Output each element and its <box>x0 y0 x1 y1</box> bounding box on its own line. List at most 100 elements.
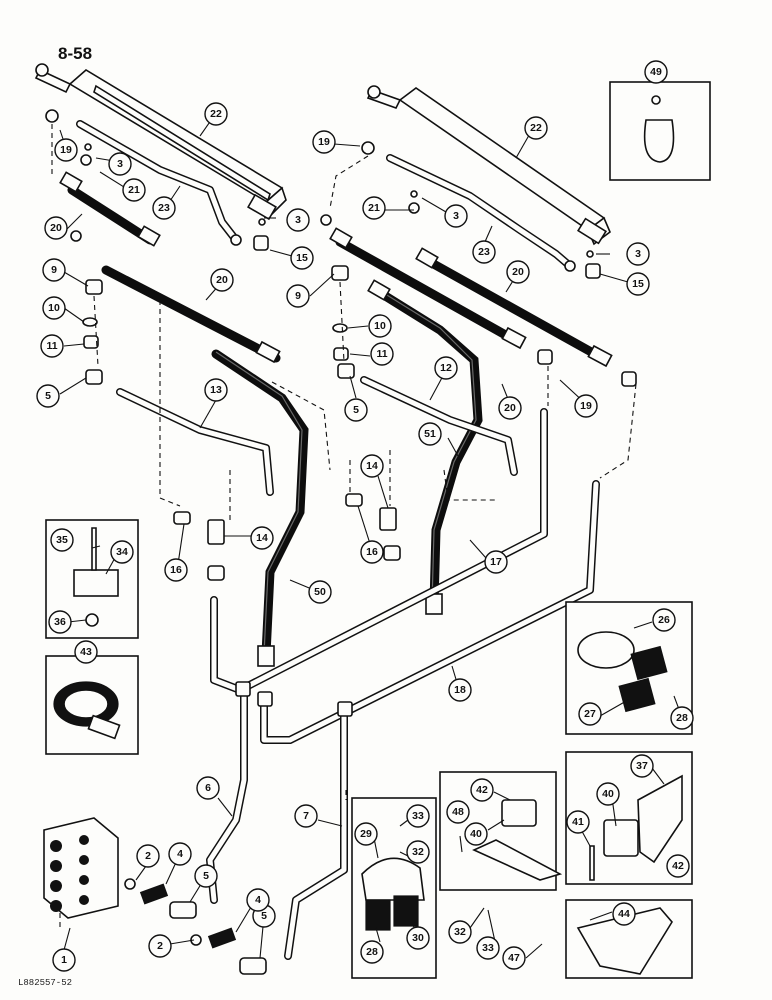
callout-label: 4 <box>177 848 183 860</box>
callout-9-right: 9 <box>286 284 310 308</box>
valve-fittings <box>124 878 267 975</box>
callout-label: 42 <box>476 784 488 796</box>
callout-11-left: 11 <box>40 334 64 358</box>
page-number: 8-58 <box>58 44 93 63</box>
callout-3-a: 3 <box>108 152 132 176</box>
callout-label: 23 <box>158 202 170 214</box>
callout-label: 3 <box>117 158 123 170</box>
callout-43: 43 <box>74 640 98 664</box>
callout-18: 18 <box>448 678 472 702</box>
callout-label: 40 <box>602 788 614 800</box>
callout-label: 22 <box>530 122 542 134</box>
callout-label: 20 <box>504 402 516 414</box>
callout-label: 5 <box>45 390 51 402</box>
callout-7: 7 <box>294 804 318 828</box>
callout-4-lower: 4 <box>246 888 270 912</box>
callout-16-right: 16 <box>360 540 384 564</box>
callout-12: 12 <box>434 356 458 380</box>
callout-13: 13 <box>204 378 228 402</box>
callout-label: 49 <box>650 66 662 78</box>
callout-label: 28 <box>366 946 378 958</box>
callout-20-b: 20 <box>210 268 234 292</box>
figure-id: L882557-52 <box>18 978 73 988</box>
callout-11-right: 11 <box>370 342 394 366</box>
callout-2-lower: 2 <box>148 934 172 958</box>
callout-4-upper: 4 <box>168 842 192 866</box>
callout-label: 16 <box>170 564 182 576</box>
callout-21-left: 21 <box>122 178 146 202</box>
callout-51: 51 <box>418 422 442 446</box>
callout-label: 6 <box>205 782 211 794</box>
callout-label: 32 <box>412 846 424 858</box>
callout-label: 20 <box>512 266 524 278</box>
callout-35: 35 <box>50 528 74 552</box>
callout-label: 32 <box>454 926 466 938</box>
callout-label: 51 <box>424 428 436 440</box>
callout-5-b: 5 <box>344 398 368 422</box>
callout-label: 22 <box>210 108 222 120</box>
callout-label: 10 <box>48 302 60 314</box>
callout-label: 20 <box>50 222 62 234</box>
detail-49 <box>609 81 711 181</box>
callout-17: 17 <box>484 550 508 574</box>
callout-label: 40 <box>470 828 482 840</box>
callout-33-box: 33 <box>406 804 430 828</box>
callout-label: 47 <box>508 952 520 964</box>
callout-49: 49 <box>644 60 668 84</box>
callout-label: 29 <box>360 828 372 840</box>
callout-42-right: 42 <box>666 854 690 878</box>
callout-5-c: 5 <box>194 864 218 888</box>
callout-20-d: 20 <box>498 396 522 420</box>
callout-14-left: 14 <box>250 526 274 550</box>
callout-10-right: 10 <box>368 314 392 338</box>
callout-label: 23 <box>478 246 490 258</box>
callout-2-upper: 2 <box>136 844 160 868</box>
callout-label: 18 <box>454 684 466 696</box>
callout-50: 50 <box>308 580 332 604</box>
hydraulic-cylinder-left <box>34 63 287 221</box>
callout-33-mid: 33 <box>476 936 500 960</box>
callout-label: 43 <box>80 646 92 658</box>
callout-3-d: 3 <box>626 242 650 266</box>
callout-label: 19 <box>60 144 72 156</box>
callout-10-left: 10 <box>42 296 66 320</box>
control-valve <box>43 817 119 919</box>
callout-30: 30 <box>406 926 430 950</box>
callout-3-c: 3 <box>286 208 310 232</box>
callout-37: 37 <box>630 754 654 778</box>
callout-label: 27 <box>584 708 596 720</box>
callout-20-a: 20 <box>44 216 68 240</box>
detail-clamp-43 <box>45 655 139 755</box>
callout-label: 42 <box>672 860 684 872</box>
callout-label: 2 <box>145 850 151 862</box>
callout-label: 26 <box>658 614 670 626</box>
callout-label: 20 <box>216 274 228 286</box>
callout-label: 3 <box>453 210 459 222</box>
callout-27: 27 <box>578 702 602 726</box>
callout-16-left: 16 <box>164 558 188 582</box>
callout-23-right: 23 <box>472 240 496 264</box>
callout-40-mid: 40 <box>464 822 488 846</box>
callout-label: 14 <box>256 532 268 544</box>
callout-44: 44 <box>612 902 636 926</box>
callout-48: 48 <box>446 800 470 824</box>
callout-label: 12 <box>440 362 452 374</box>
callout-29: 29 <box>354 822 378 846</box>
callout-41: 41 <box>566 810 590 834</box>
callout-label: 34 <box>116 546 128 558</box>
callout-label: 35 <box>56 534 68 546</box>
callout-21-right: 21 <box>362 196 386 220</box>
callout-label: 16 <box>366 546 378 558</box>
callout-20-c: 20 <box>506 260 530 284</box>
callout-label: 2 <box>157 940 163 952</box>
rod-end-tube-left <box>76 120 242 246</box>
callout-label: 28 <box>676 712 688 724</box>
callout-label: 1 <box>61 954 67 966</box>
callout-label: 33 <box>482 942 494 954</box>
callout-label: 50 <box>314 586 326 598</box>
callout-label: 3 <box>635 248 641 260</box>
callout-label: 48 <box>452 806 464 818</box>
callout-28-bottom: 28 <box>360 940 384 964</box>
callout-23-left: 23 <box>152 196 176 220</box>
